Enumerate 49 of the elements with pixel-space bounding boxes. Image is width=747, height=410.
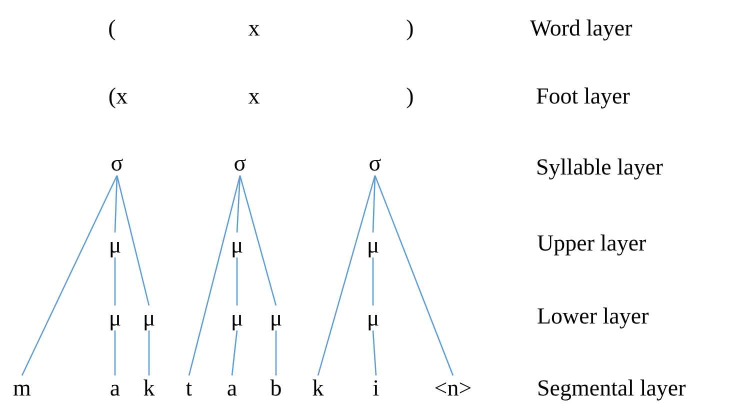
grid-mark: ) [406,84,414,108]
segment-letter: b [270,376,282,400]
tree-branch-line [114,330,116,376]
grid-mark: ) [406,16,414,40]
tree-branch-line [116,175,150,306]
tree-branch-line [317,175,376,376]
mora-symbol: μ [108,232,122,258]
tree-branch-line [231,330,238,376]
syllable-symbol: σ [110,150,124,176]
syllable-symbol: σ [368,150,382,176]
mora-symbol: μ [366,232,380,258]
grid-mark: x [248,84,260,108]
grid-mark: x [248,16,260,40]
segment-letter: <n> [434,376,472,400]
tree-branch-line [372,258,374,306]
segment-letter: k [312,376,324,400]
segment-letter: t [186,376,192,400]
segment-letter: k [143,376,155,400]
tree-branch-line [236,258,238,306]
grid-mark: (x [108,84,128,108]
mora-symbol: μ [270,306,282,330]
segment-letter: i [372,376,380,400]
tree-branch-line [374,175,454,376]
grid-mark: ( [108,16,116,40]
mora-symbol: μ [108,306,122,330]
layer-label: Upper layer [537,232,646,254]
syllable-symbol: σ [234,150,246,176]
layer-label: Foot layer [536,84,630,108]
segment-letter: a [226,376,238,400]
tree-branch-line [114,258,116,306]
mora-symbol: μ [366,306,380,330]
segment-letter: a [110,376,120,400]
mora-symbol: μ [142,306,156,330]
tree-branch-line [372,330,377,376]
tree-branch-line [148,330,150,376]
layer-label: Lower layer [537,304,649,328]
segment-letter: m [13,376,31,400]
tree-branch-line [372,175,376,233]
tree-branch-line [236,175,241,233]
mora-symbol: μ [230,232,244,258]
tree-branch-line [239,175,277,306]
layer-label: Segmental layer [537,376,686,400]
tree-branch-line [21,175,118,376]
layer-label: Word layer [530,16,632,40]
mora-symbol: μ [230,306,244,330]
tree-branch-line [188,175,241,376]
tree-branch-line [275,330,277,376]
tree-branch-line [114,175,118,233]
layer-label: Syllable layer [536,156,664,178]
